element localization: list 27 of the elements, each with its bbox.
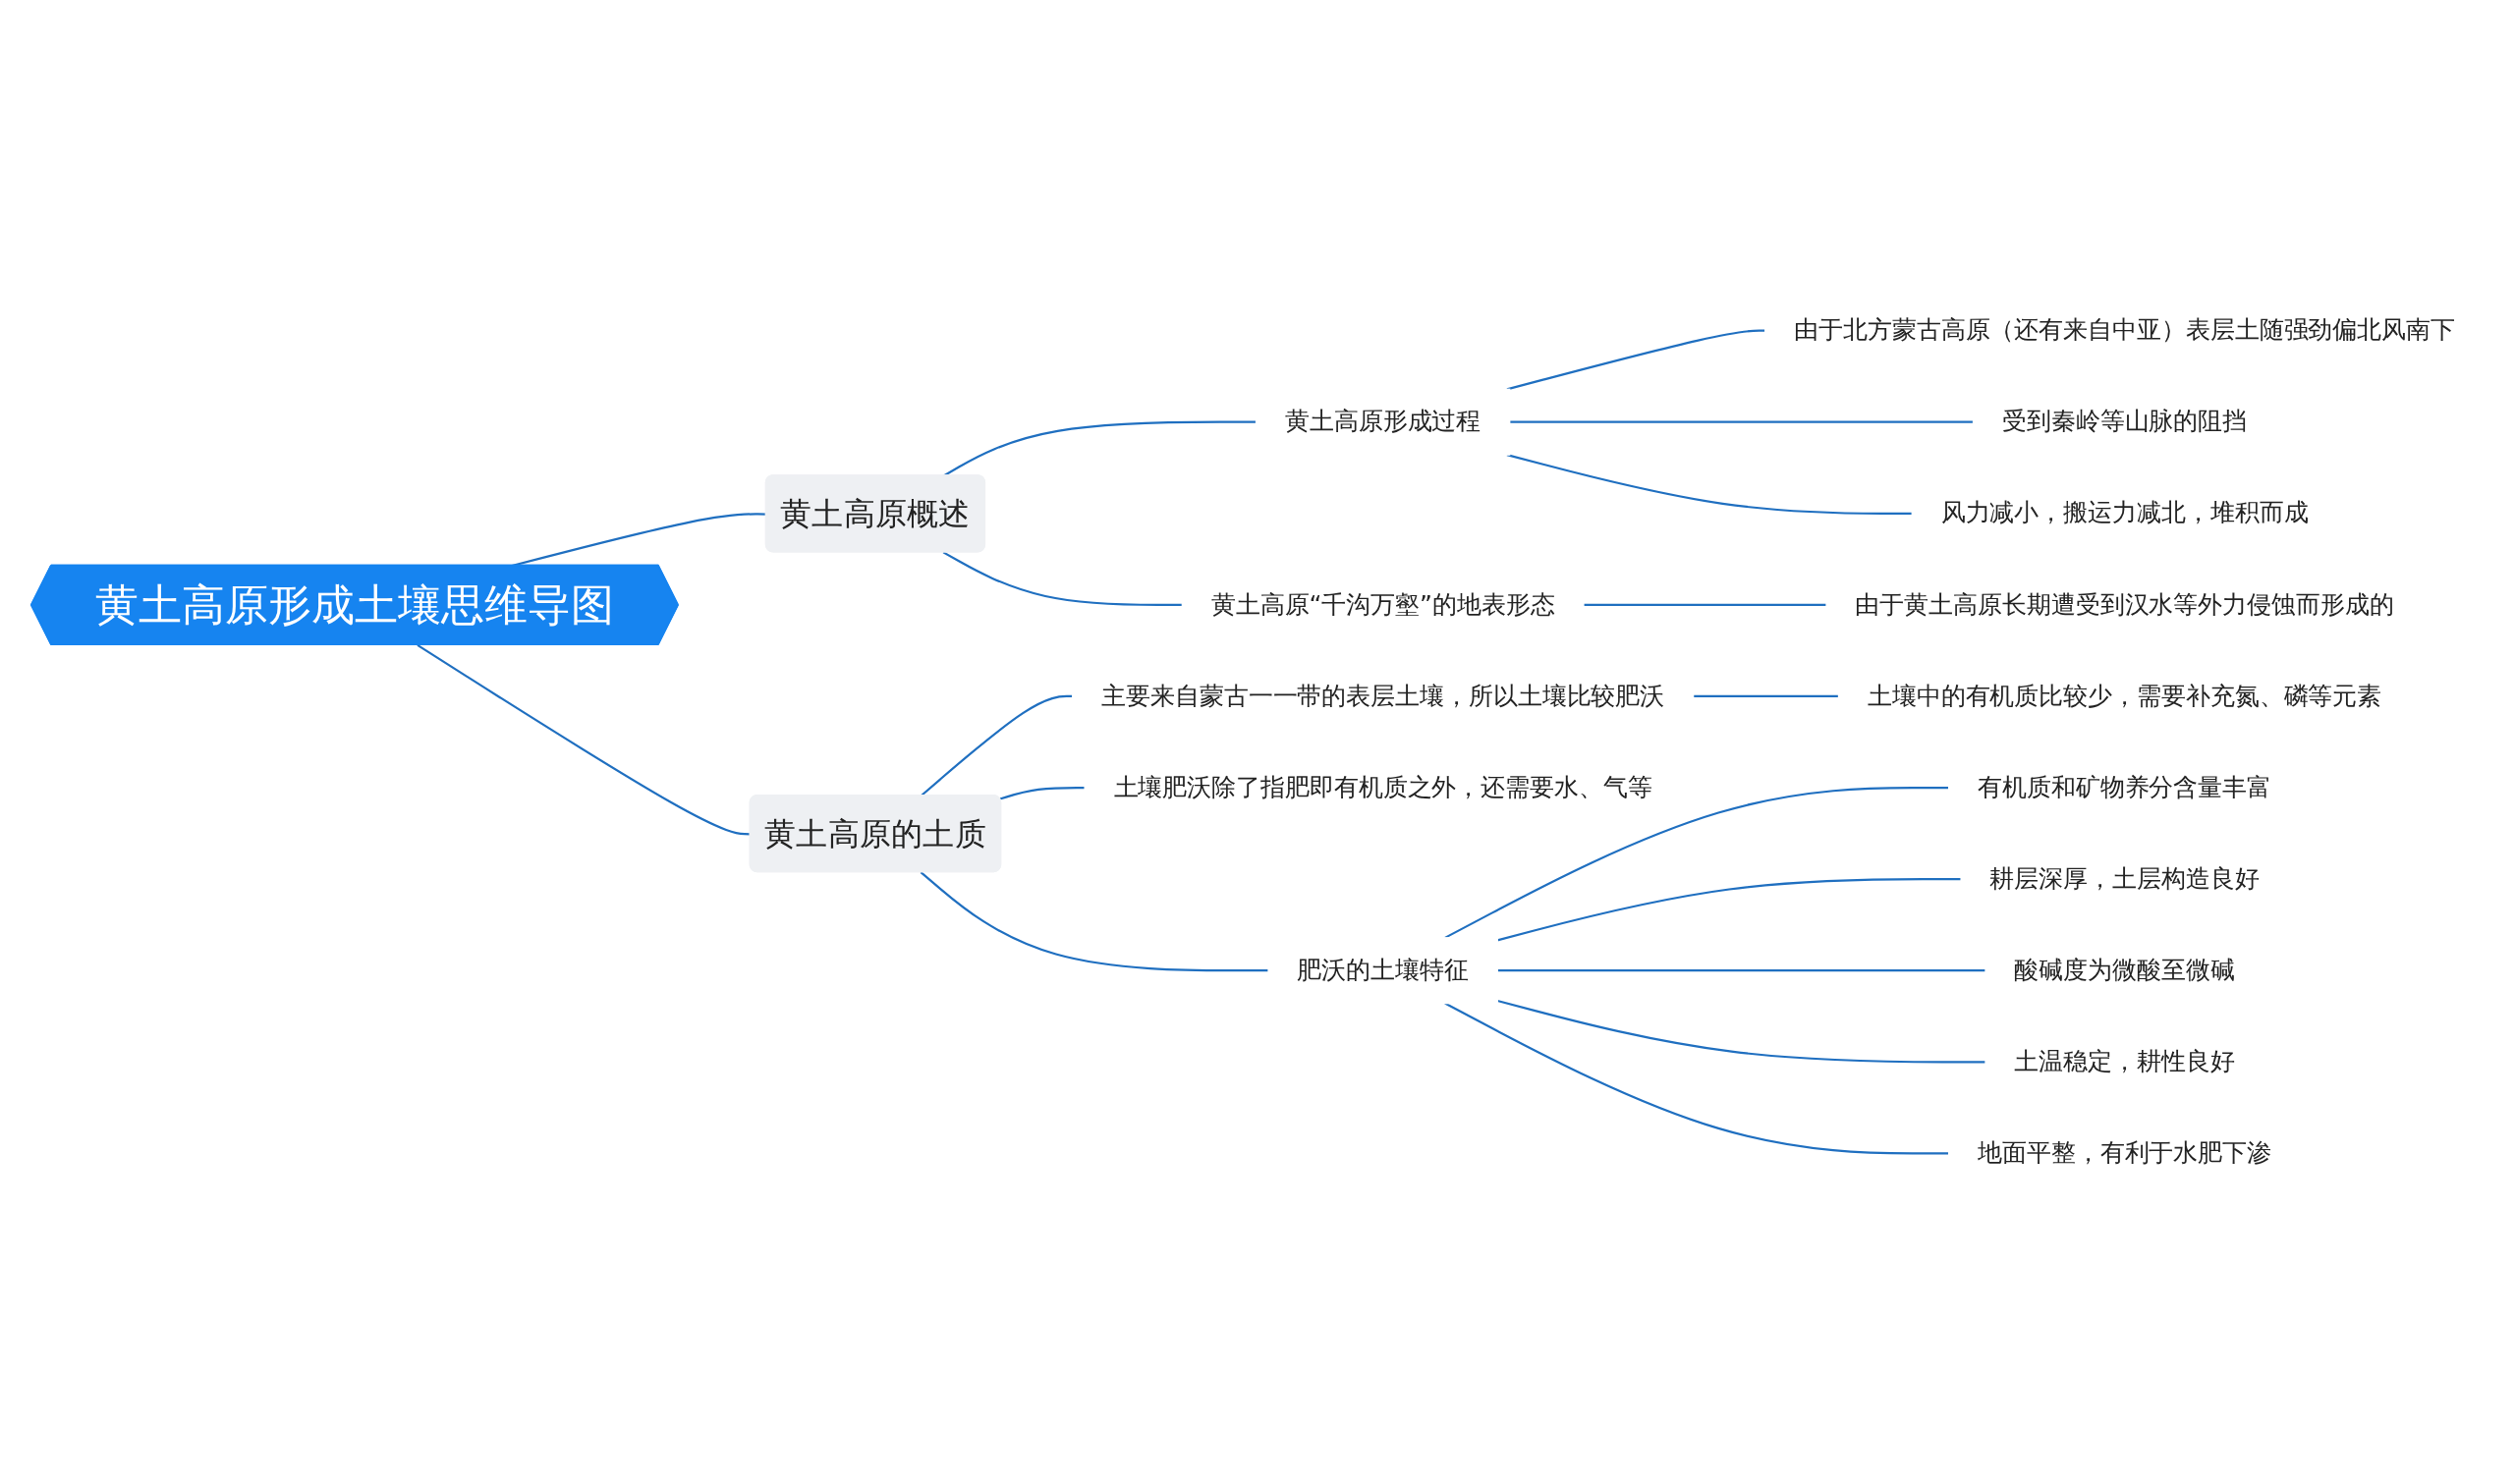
node-text: 由于黄土高原长期遭受到汉水等外力侵蚀而形成的 bbox=[1855, 589, 2394, 619]
connector bbox=[942, 551, 1183, 606]
connector bbox=[1583, 603, 1827, 606]
node-text: 黄土高原“千沟万壑”的地表形态 bbox=[1210, 589, 1555, 619]
node-text: 地面平整，有利于水肥下渗 bbox=[1978, 1137, 2272, 1167]
connector bbox=[1506, 454, 1913, 515]
connector bbox=[999, 786, 1086, 800]
connector bbox=[1444, 1002, 1949, 1155]
node-text: 土温稳定，耕性良好 bbox=[2014, 1046, 2235, 1075]
node-text: 由于北方蒙古高原（还有来自中亚）表层土随强劲偏北风南下 bbox=[1794, 314, 2455, 345]
node-text: 耕层深厚，土层构造良好 bbox=[1989, 863, 2260, 893]
node-text: 酸碱度为微酸至微碱 bbox=[2014, 955, 2235, 984]
node-text: 土壤中的有机质比较少，需要补充氮、磷等元素 bbox=[1867, 681, 2382, 710]
connector bbox=[1509, 420, 1974, 423]
node-text: 风力减小，搬运力减北，堆积而成 bbox=[1940, 498, 2309, 527]
node-text: 主要来自蒙古一一带的表层土壤，所以土壤比较肥沃 bbox=[1101, 681, 1665, 710]
connector bbox=[920, 871, 1269, 972]
node-text: 黄土高原形成过程 bbox=[1284, 406, 1481, 436]
connector bbox=[1506, 329, 1765, 391]
node-text: 肥沃的土壤特征 bbox=[1297, 955, 1469, 984]
node-text: 土壤肥沃除了指肥即有机质之外，还需要水、气等 bbox=[1113, 772, 1652, 801]
node-text: 受到秦岭等山脉的阻挡 bbox=[2001, 406, 2248, 436]
node-text: 有机质和矿物养分含量丰富 bbox=[1978, 772, 2272, 801]
connector bbox=[1496, 999, 1986, 1064]
connector bbox=[1693, 694, 1839, 698]
connector bbox=[1497, 969, 1986, 972]
connector bbox=[1444, 786, 1949, 939]
